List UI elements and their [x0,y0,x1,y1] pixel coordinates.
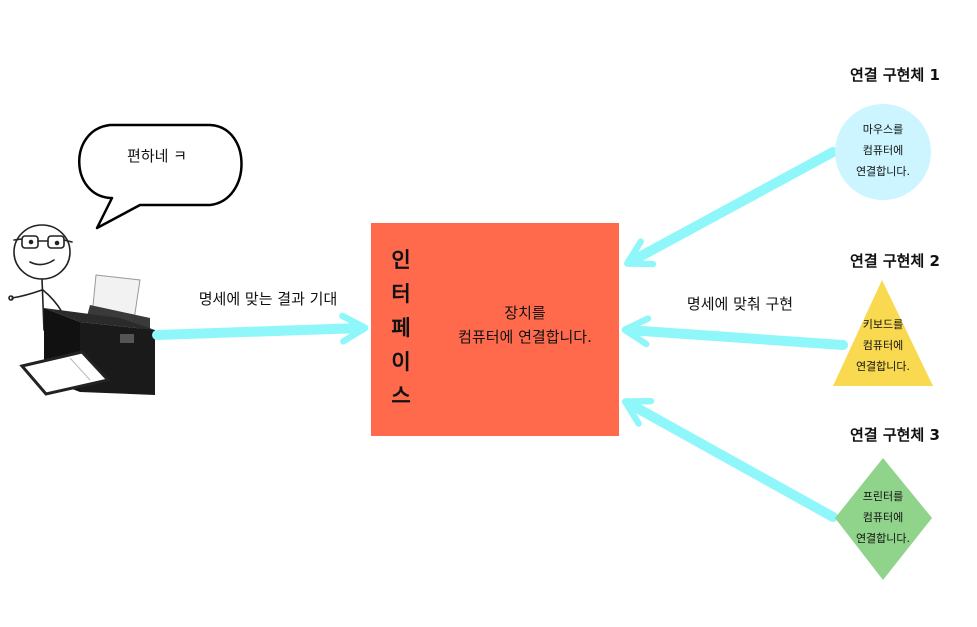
speech-bubble-text: 편하네 ㅋ [127,147,187,165]
interface-title-char: 이 [391,350,411,374]
impl-desc-line: 컴퓨터에 [862,511,904,524]
printer-icon [19,274,155,396]
impl-3-description: 프린터를 컴퓨터에 연결합니다. [833,486,933,549]
impl-desc-line: 프린터를 [862,490,904,503]
interface-desc-line: 장치를 [504,304,546,322]
impl-2-description: 키보드를 컴퓨터에 연결합니다. [833,314,933,377]
impl-desc-line: 연결합니다. [855,532,911,545]
impl-1-description: 마우스를 컴퓨터에 연결합니다. [833,119,933,182]
interface-title-char: 스 [391,384,411,408]
impl-desc-line: 컴퓨터에 [862,144,904,157]
interface-title-char: 인 [391,248,411,272]
interface-title: 인 터 페 이 스 [371,243,431,413]
client-arrow [152,312,369,345]
impl-1-title: 연결 구현체 1 [850,66,940,84]
impl-desc-line: 마우스를 [862,123,904,136]
impl-1-circle [835,104,931,200]
impl-1-arrow [623,147,838,268]
impl-3-diamond [835,458,932,580]
impl-2-triangle [833,280,933,386]
interface-description: 장치를 컴퓨터에 연결합니다. [440,301,610,349]
impl-desc-line: 연결합니다. [855,165,911,178]
interface-title-char: 터 [391,282,411,306]
impl-3-arrow [622,397,838,522]
interface-title-char: 페 [391,316,411,340]
impl-desc-line: 연결합니다. [855,360,911,373]
impl-2-title: 연결 구현체 2 [850,252,940,270]
interface-desc-line: 컴퓨터에 연결합니다. [458,328,592,346]
impl-desc-line: 컴퓨터에 [862,339,904,352]
impl-spec-label: 명세에 맞춰 구현 [686,295,794,313]
interface-box [371,223,619,436]
impl-2-arrow [621,315,848,350]
impl-3-title: 연결 구현체 3 [850,426,940,444]
speech-bubble-icon [78,123,243,230]
client-expectation-label: 명세에 맞는 결과 기대 [198,290,338,308]
impl-desc-line: 키보드를 [862,318,904,331]
stick-figure-with-glasses [8,224,73,331]
